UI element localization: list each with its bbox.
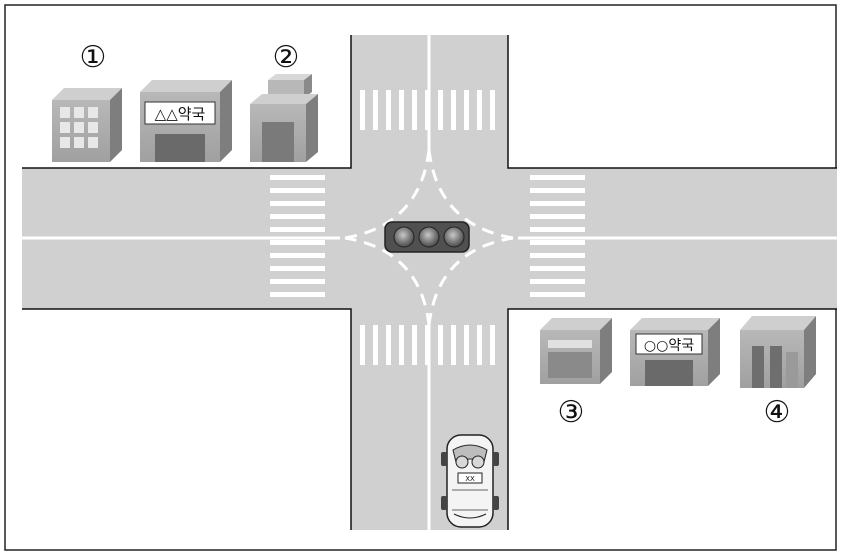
column-building-icon <box>740 316 816 388</box>
pharmacy-sign-top-label: △△약국 <box>155 105 206 123</box>
crosswalk-north <box>360 90 495 130</box>
marker-1-label: ① <box>80 40 107 75</box>
car-plate-label: XX <box>465 475 475 483</box>
pharmacy-building-bottom: ○○약국 <box>630 318 720 386</box>
store-building-icon <box>540 318 612 384</box>
car-icon: XX <box>441 434 499 528</box>
marker-3-label: ③ <box>558 395 585 430</box>
road-edges <box>22 35 837 530</box>
crosswalk-east <box>530 175 585 297</box>
pharmacy-sign-bottom-label: ○○약국 <box>644 338 694 354</box>
pharmacy-building-top: △△약국 <box>140 80 232 162</box>
traffic-light-icon <box>384 221 470 253</box>
marker-2-label: ② <box>273 40 300 75</box>
crosswalks <box>270 90 585 365</box>
shop-building-icon <box>250 74 318 162</box>
turn-guides <box>344 149 514 326</box>
crosswalk-west <box>270 175 325 297</box>
marker-4-label: ④ <box>764 395 791 430</box>
pharmacy-sign-top <box>144 101 216 125</box>
office-building-icon <box>52 88 122 162</box>
pharmacy-sign-bottom <box>635 333 703 355</box>
crosswalk-south <box>360 325 495 365</box>
